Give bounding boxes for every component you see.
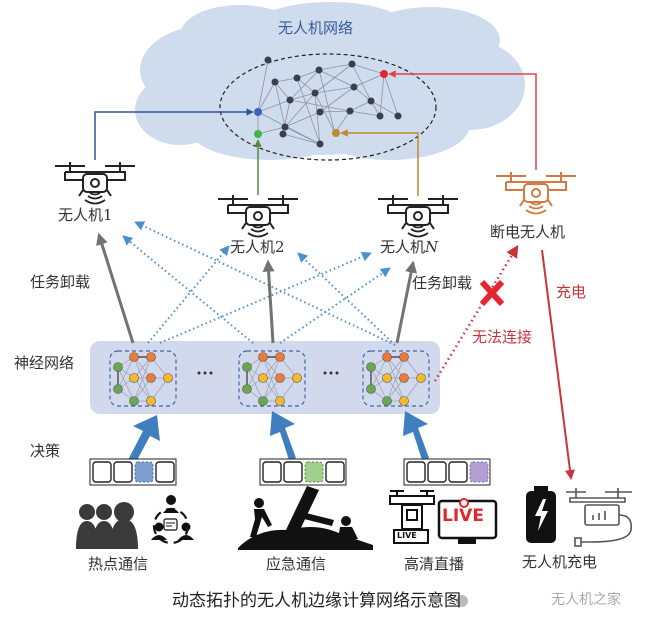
- scenario-label-charging: 无人机充电: [522, 553, 598, 571]
- label-decision: 决策: [30, 442, 61, 460]
- label-task-offload-left: 任务卸载: [30, 273, 91, 291]
- label-charge: 充电: [556, 283, 587, 301]
- drone-label-uavN-suffix: N: [425, 238, 439, 256]
- disconnected-link: [433, 244, 519, 382]
- dotted-cross-links: [122, 221, 396, 346]
- live-drone-icon: [389, 490, 435, 544]
- offload-arrow-2: [262, 259, 275, 344]
- group-chat-icon: [151, 495, 194, 545]
- label-task-offload-right: 任务卸载: [412, 274, 473, 292]
- x-mark-icon: [479, 279, 505, 307]
- drone-label-uav1: 无人机1: [58, 206, 113, 224]
- node-uavN: [332, 129, 340, 137]
- node-uav1: [254, 108, 262, 116]
- drone-icon-uav-off: [495, 171, 577, 215]
- watermark-text: 无人机之家: [551, 592, 621, 608]
- crowd-icon: [76, 502, 138, 549]
- cloud-title: 无人机网络: [278, 19, 354, 37]
- scenario-label-live: 高清直播: [404, 555, 465, 573]
- network-nodes: [264, 56, 402, 148]
- ellipsis-2: [323, 371, 339, 375]
- drone-charging-icon: [566, 488, 633, 547]
- drone-icon-uavN: [377, 194, 459, 238]
- emergency-rescue-icon: [238, 486, 373, 550]
- link-uavN-network: [340, 129, 419, 196]
- decision-bar-2: [259, 458, 347, 486]
- drone-label-uavN-prefix: 无人机: [380, 238, 426, 256]
- link-uav-off-network: [388, 70, 537, 170]
- live-badge-text: LIVE: [442, 506, 484, 526]
- watermark-logo: [456, 595, 468, 607]
- nn-box-3: [362, 350, 430, 407]
- scenario-label-hotspot: 热点通信: [88, 555, 149, 573]
- drone-label-uav-off: 断电无人机: [490, 223, 566, 241]
- battery-charging-icon: [526, 486, 556, 543]
- scenario-label-emergency: 应急通信: [266, 555, 327, 573]
- node-uav-off: [380, 70, 388, 78]
- offload-arrow-1: [96, 232, 135, 344]
- drone-icon-uav1: [54, 161, 136, 205]
- drone-label-uav2: 无人机2: [230, 238, 285, 256]
- live-monitor-icon: [437, 498, 498, 544]
- decision-slot-selected: [469, 461, 489, 483]
- label-neural-network: 神经网络: [14, 354, 75, 372]
- offload-arrow-3: [395, 260, 418, 344]
- decision-slot-selected: [304, 461, 324, 483]
- decision-arrows: [128, 411, 429, 464]
- nn-box-2: [238, 350, 306, 407]
- link-uav1-network: [94, 108, 254, 160]
- drone-label-uavN: 无人机N: [380, 240, 438, 255]
- drone-icon-uav2: [217, 194, 299, 238]
- decision-bar-3: [403, 458, 491, 486]
- ellipsis-1: [197, 371, 213, 375]
- charge-arrow: [541, 249, 575, 480]
- network-boundary: [219, 53, 437, 161]
- node-uav2: [254, 130, 262, 138]
- live-drone-badge-text: LIVE: [397, 531, 417, 540]
- network-edges: [257, 59, 399, 145]
- label-cannot-connect: 无法连接: [472, 328, 533, 346]
- nn-box-1: [109, 350, 177, 407]
- figure-caption: 动态拓扑的无人机边缘计算网络示意图: [172, 591, 461, 611]
- decision-slot-selected: [134, 461, 154, 483]
- decision-bar-1: [89, 458, 177, 486]
